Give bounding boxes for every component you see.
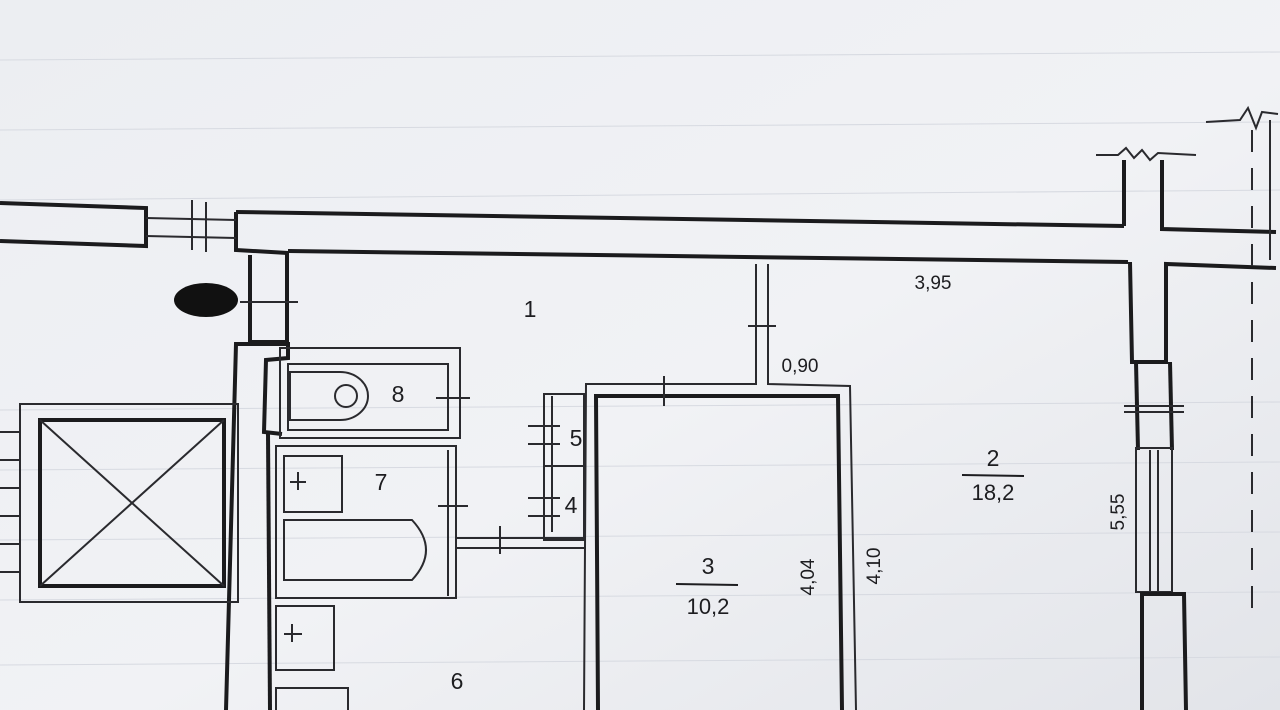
- toilet-room: [279, 347, 470, 439]
- kitchen-fixtures: [275, 605, 349, 710]
- right-wall: [1124, 361, 1188, 710]
- room-7-number: 7: [375, 469, 388, 495]
- left-interior-walls: [224, 253, 298, 710]
- dimension-wall-offset: 0,90: [782, 356, 819, 377]
- room-4-number: 4: [565, 492, 578, 518]
- window-marks: [145, 105, 1279, 620]
- dimension-room-3-inner: 4,04: [798, 558, 819, 595]
- room-1-number: 1: [524, 296, 537, 322]
- paper-ruled-lines: [0, 51, 1280, 666]
- room-3-number: 3: [702, 553, 715, 579]
- room-2-area: 18,2: [972, 480, 1015, 505]
- room-2-fraction-bar: [961, 474, 1025, 477]
- room-8-number: 8: [392, 381, 405, 407]
- dimension-room-2-depth: 5,55: [1108, 494, 1129, 531]
- dimension-labels: 3,95 0,90 5,55 4,04 4,10: [782, 273, 1129, 595]
- room-5-number: 5: [570, 425, 583, 451]
- dimension-room-3-outer: 4,10: [864, 548, 885, 585]
- room-3-walls: [583, 264, 857, 710]
- stair-shaft: [0, 403, 239, 603]
- bathroom: [275, 445, 586, 599]
- room-2-number: 2: [987, 445, 1000, 471]
- exterior-wall: [0, 160, 1277, 364]
- room-3-area: 10,2: [687, 594, 730, 619]
- dimension-room-2-width: 3,95: [915, 273, 952, 294]
- room-6-number: 6: [451, 668, 464, 694]
- redaction-mark: [174, 283, 238, 317]
- room-3-fraction-bar: [675, 583, 739, 586]
- room-labels: 1 2 18,2 3 10,2 4 5 6 7 8: [375, 296, 1025, 694]
- closets: [528, 393, 585, 541]
